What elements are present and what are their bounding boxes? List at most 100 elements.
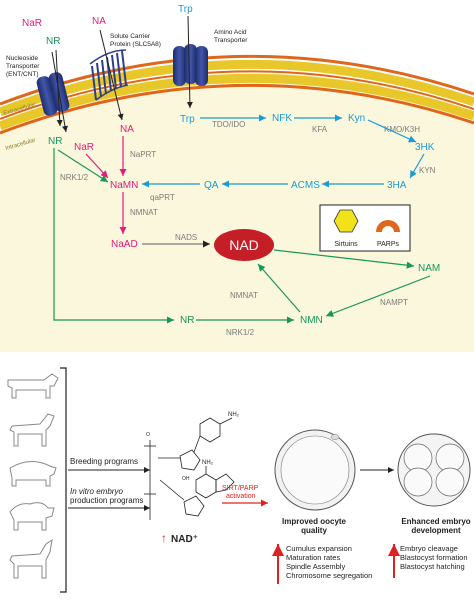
3ha-node: 3HA: [387, 180, 407, 191]
transporter-slc-label: Solute Carrier Protein (SLC5A8): [110, 33, 161, 48]
invitro-label-2: production programs: [70, 496, 143, 505]
breeding-programs-label: Breeding programs: [70, 457, 138, 466]
arrow-trp-transport: [186, 15, 193, 109]
nam-node: NAM: [418, 263, 440, 274]
embryo-image: [397, 433, 471, 507]
activation-label-2: activation: [226, 493, 256, 500]
embryo-title-1: Enhanced embryo: [401, 517, 470, 526]
naad-node: NaAD: [111, 239, 138, 250]
enzyme-kfa: KFA: [312, 125, 328, 134]
embryo-title-2: development: [411, 526, 461, 535]
oocyte-title-1: Improved oocyte: [282, 517, 347, 526]
cow-icon: [7, 373, 59, 399]
bottom-panel: Breeding programs In vitro embryo produc…: [7, 367, 471, 593]
bracket: [60, 367, 67, 593]
nad-plus-label: NAD⁺: [171, 534, 198, 545]
enzyme-nads: NADS: [175, 233, 197, 242]
animal-silhouettes: [7, 373, 59, 579]
membrane-inner-edge: [0, 83, 474, 135]
parps-shape-icon: [376, 220, 400, 232]
transporter-ent-label: Nucleoside Transporter (ENT/CNT): [6, 55, 40, 78]
svg-text:Transporter: Transporter: [6, 63, 40, 70]
svg-text:Nucleoside: Nucleoside: [6, 55, 39, 62]
nr-intracellular: NR: [48, 136, 62, 147]
svg-text:Amino Acid: Amino Acid: [214, 29, 247, 36]
arrow-kyn-3hk: [367, 119, 417, 143]
nr-extracellular: NR: [46, 36, 60, 47]
nh2-label: NH₂: [228, 412, 240, 418]
invitro-label-1: In vitro embryo: [70, 487, 123, 496]
enzyme-nrk-left: NRK1/2: [60, 173, 89, 182]
enzyme-kyn: KYN: [419, 166, 436, 175]
enzyme-tdo: TDO/IDO: [212, 120, 245, 129]
arrow-3hk-3ha: [409, 153, 425, 179]
na-extracellular: NA: [92, 16, 106, 27]
pig-icon: [9, 461, 57, 487]
oh-label: OH: [182, 476, 190, 482]
top-panel: Extracellular Intracellular Nucleoside T…: [0, 4, 474, 353]
sirtuins-hexagon-icon: [333, 209, 359, 233]
legend-box: Sirtuins PARPs: [319, 204, 411, 252]
nfk-node: NFK: [272, 113, 292, 124]
arrow-nar-namn: [85, 153, 109, 179]
arrow-nam-nmn: [325, 275, 431, 317]
svg-text:(ENT/CNT): (ENT/CNT): [6, 71, 39, 78]
svg-text:Protein (SLC5A8): Protein (SLC5A8): [110, 41, 161, 48]
embryo-item-1: Embryo cleavage: [400, 544, 458, 553]
cytoplasm: [0, 72, 474, 353]
legend-sirtuins: Sirtuins: [334, 241, 358, 248]
embryo-item-2: Blastocyst formation: [400, 553, 468, 562]
oocyte-item-4: Chromosome segregation: [286, 571, 372, 580]
legend-parps: PARPs: [377, 241, 400, 248]
membrane-outer-edge: [0, 54, 474, 106]
enzyme-kmo: KMO/K3H: [384, 125, 420, 134]
nr-bottom-node: NR: [180, 315, 194, 326]
transporter-aa-label: Amino Acid Transporter: [214, 29, 248, 44]
oocyte-title-2: quality: [301, 526, 327, 535]
qa-node: QA: [204, 180, 219, 191]
na-intracellular: NA: [120, 124, 134, 135]
goat-icon: [9, 538, 53, 579]
oocyte-image: [274, 429, 356, 511]
arrow-nr-transport: [55, 49, 63, 127]
nad-molecule: [144, 417, 235, 520]
nh2-label-b: NH₂: [202, 460, 214, 466]
acms-node: ACMS: [291, 180, 320, 191]
arrow-nar-transport: [51, 51, 68, 133]
oocyte-item-1: Cumulus expansion: [286, 544, 352, 553]
arrow-nmn-nad: [257, 263, 301, 313]
svg-text:Transporter: Transporter: [214, 37, 248, 44]
oocyte-item-3: Spindle Assembly: [286, 562, 345, 571]
enzyme-nrk-bottom: NRK1/2: [226, 328, 255, 337]
3hk-node: 3HK: [415, 142, 435, 153]
arrow-nad-nam: [273, 249, 415, 269]
enzyme-qaprt: qaPRT: [150, 193, 175, 202]
enzyme-nmnat-left: NMNAT: [130, 208, 158, 217]
activation-label-1: SIRT/PARP: [222, 485, 259, 492]
trp-intracellular: Trp: [180, 114, 195, 125]
svg-text:Solute Carrier: Solute Carrier: [110, 33, 151, 40]
o-label: O: [146, 432, 150, 438]
enzyme-nampt: NAMPT: [380, 298, 408, 307]
nar-extracellular: NaR: [22, 18, 42, 29]
nmn-node: NMN: [300, 315, 323, 326]
trp-extracellular: Trp: [178, 4, 193, 15]
nad-oval: [214, 229, 274, 261]
namn-node: NaMN: [110, 180, 138, 191]
arrow-na-transport: [99, 29, 124, 121]
arrow-nr-nr: [53, 148, 174, 324]
enzyme-nmnat-right: NMNAT: [230, 291, 258, 300]
kyn-node: Kyn: [348, 113, 365, 124]
enzyme-naprt: NaPRT: [130, 150, 156, 159]
oocyte-item-2: Maturation rates: [286, 553, 340, 562]
arrow-nr-namn: [57, 149, 109, 183]
up-arrow-nad: ↑: [161, 531, 167, 545]
horse-icon: [9, 413, 55, 447]
nad-node: NAD: [229, 237, 259, 253]
embryo-item-3: Blastocyst hatching: [400, 562, 465, 571]
slc5a8-transporter: [89, 49, 129, 101]
amino-acid-transporter: [173, 44, 208, 86]
sheep-icon: [9, 502, 55, 531]
